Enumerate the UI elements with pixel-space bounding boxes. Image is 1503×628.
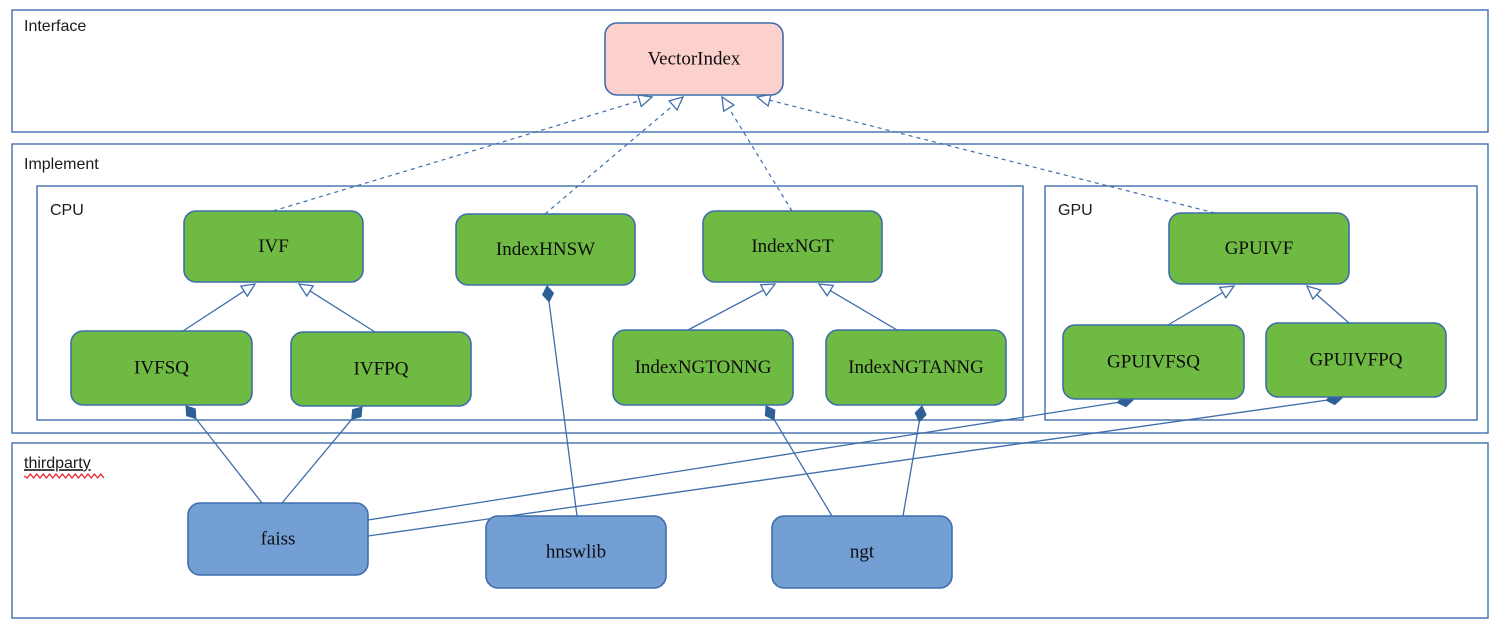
class-node-indexngt[interactable]: IndexNGT bbox=[702, 210, 883, 283]
edge-ivfpq-ivf bbox=[297, 283, 376, 333]
edge-line bbox=[367, 399, 1327, 537]
edge-line bbox=[281, 418, 353, 504]
node-box-indexngt[interactable] bbox=[702, 210, 883, 283]
generalization-arrowhead bbox=[297, 283, 315, 298]
node-box-gpuivf[interactable] bbox=[1168, 212, 1350, 285]
group-label-implement: Implement bbox=[24, 156, 99, 173]
generalization-arrowhead bbox=[759, 283, 777, 297]
class-node-ivfsq[interactable]: IVFSQ bbox=[70, 330, 253, 406]
node-label-indexngtanng: IndexNGTANNG bbox=[848, 357, 984, 378]
node-label-vectorindex: VectorIndex bbox=[648, 48, 741, 69]
node-label-gpuivf: GPUIVF bbox=[1225, 238, 1294, 259]
node-box-ivfpq[interactable] bbox=[290, 331, 472, 407]
node-box-ngt[interactable] bbox=[771, 515, 953, 589]
composition-diamond bbox=[764, 405, 776, 421]
class-node-indexhnsw[interactable]: IndexHNSW bbox=[455, 213, 636, 286]
edge-line bbox=[1316, 294, 1350, 324]
node-label-ivfpq: IVFPQ bbox=[354, 358, 409, 379]
node-label-faiss: faiss bbox=[261, 528, 296, 549]
edge-gpuivfpq-gpuivf bbox=[1305, 284, 1350, 324]
edge-line bbox=[687, 289, 764, 331]
edge-ivfpq-faiss bbox=[281, 406, 363, 504]
edge-line bbox=[309, 290, 376, 333]
edge-connectors bbox=[182, 93, 1350, 537]
edge-indexngt-vectorindex bbox=[721, 95, 793, 212]
node-box-ivfsq[interactable] bbox=[70, 330, 253, 406]
node-box-ivf[interactable] bbox=[183, 210, 364, 283]
edge-line bbox=[367, 401, 1118, 521]
node-label-indexngt: IndexNGT bbox=[751, 236, 834, 257]
class-node-faiss[interactable]: faiss bbox=[187, 502, 369, 576]
class-node-gpuivfpq[interactable]: GPUIVFPQ bbox=[1265, 322, 1447, 398]
node-label-ivfsq: IVFSQ bbox=[134, 357, 189, 378]
group-label-gpu: GPU bbox=[1058, 202, 1093, 219]
class-node-ivf[interactable]: IVF bbox=[183, 210, 364, 283]
edge-line bbox=[182, 290, 245, 332]
node-box-indexngtanng[interactable] bbox=[825, 329, 1007, 406]
node-label-ivf: IVF bbox=[258, 236, 289, 257]
composition-diamond bbox=[185, 405, 197, 420]
generalization-arrowhead bbox=[721, 95, 736, 113]
group-label-thirdparty: thirdparty bbox=[24, 455, 91, 472]
composition-diamond bbox=[541, 285, 555, 303]
spellcheck-squiggle-thirdparty bbox=[23, 472, 105, 480]
node-box-gpuivfsq[interactable] bbox=[1062, 324, 1245, 400]
edge-line bbox=[1167, 292, 1224, 326]
node-label-ngt: ngt bbox=[850, 541, 875, 562]
class-node-vectorindex[interactable]: VectorIndex bbox=[604, 22, 784, 96]
group-label-cpu: CPU bbox=[50, 202, 84, 219]
generalization-arrowhead bbox=[1218, 285, 1236, 299]
group-label-interface: Interface bbox=[24, 18, 86, 35]
composition-diamond bbox=[351, 406, 363, 420]
class-node-indexngtanng[interactable]: IndexNGTANNG bbox=[825, 329, 1007, 406]
node-box-hnswlib[interactable] bbox=[485, 515, 667, 589]
edge-line bbox=[195, 418, 263, 504]
edge-indexngtanng-ngt bbox=[902, 405, 927, 517]
node-box-indexngtonng[interactable] bbox=[612, 329, 794, 406]
edge-ivfsq-ivf bbox=[182, 283, 257, 332]
class-node-gpuivf[interactable]: GPUIVF bbox=[1168, 212, 1350, 285]
class-node-indexngtonng[interactable]: IndexNGTONNG bbox=[612, 329, 794, 406]
generalization-arrowhead bbox=[1305, 284, 1322, 301]
node-label-indexhnsw: IndexHNSW bbox=[496, 239, 595, 260]
edge-ivfsq-faiss bbox=[185, 405, 263, 504]
node-box-vectorindex[interactable] bbox=[604, 22, 784, 96]
edge-line bbox=[773, 419, 833, 517]
composition-diamond bbox=[914, 405, 927, 423]
node-label-gpuivfsq: GPUIVFSQ bbox=[1107, 351, 1200, 372]
edge-line bbox=[544, 104, 674, 215]
class-node-ivfpq[interactable]: IVFPQ bbox=[290, 331, 472, 407]
edge-line bbox=[902, 421, 920, 517]
generalization-arrowhead bbox=[817, 283, 835, 297]
edge-ivf-vectorindex bbox=[272, 94, 654, 212]
class-node-ngt[interactable]: ngt bbox=[771, 515, 953, 589]
edge-indexngtonng-ngt bbox=[764, 405, 833, 517]
edge-gpuivfsq-gpuivf bbox=[1167, 285, 1236, 326]
class-node-hnswlib[interactable]: hnswlib bbox=[485, 515, 667, 589]
edge-line bbox=[548, 301, 578, 517]
generalization-arrowhead bbox=[636, 94, 654, 108]
node-box-gpuivfpq[interactable] bbox=[1265, 322, 1447, 398]
generalization-arrowhead bbox=[668, 95, 685, 112]
generalization-arrowhead bbox=[239, 283, 257, 298]
node-box-indexhnsw[interactable] bbox=[455, 213, 636, 286]
node-label-gpuivfpq: GPUIVFPQ bbox=[1310, 349, 1403, 370]
node-label-indexngtonng: IndexNGTONNG bbox=[635, 357, 772, 378]
edge-indexhnsw-vectorindex bbox=[544, 95, 685, 215]
node-box-faiss[interactable] bbox=[187, 502, 369, 576]
edge-indexngtonng-indexngt bbox=[687, 283, 777, 331]
class-node-gpuivfsq[interactable]: GPUIVFSQ bbox=[1062, 324, 1245, 400]
edge-indexhnsw-hnswlib bbox=[541, 285, 578, 517]
node-label-hnswlib: hnswlib bbox=[546, 541, 606, 562]
edge-indexngtanng-indexngt bbox=[817, 283, 898, 331]
edge-line bbox=[829, 290, 898, 331]
